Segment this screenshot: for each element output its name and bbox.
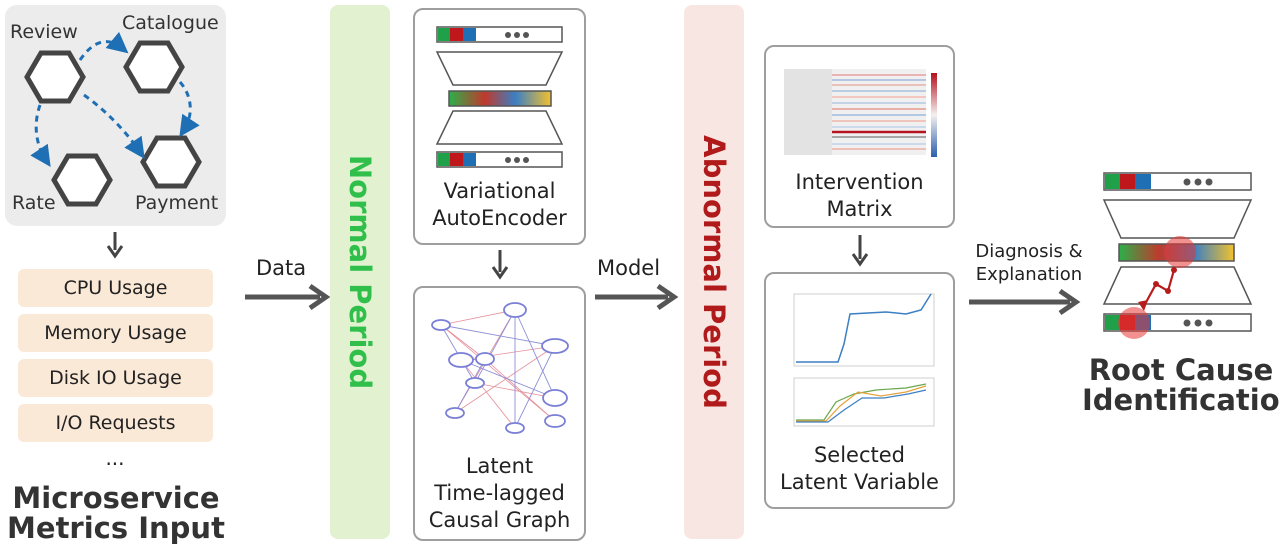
vae-diagram (435, 26, 564, 168)
microservice-graph: Review Catalogue Rate Payment (10, 12, 219, 214)
title-line-1: Microservice (12, 481, 220, 515)
down-arrow-vae-to-graph (491, 250, 509, 280)
normal-period-bar: Normal Period (330, 5, 390, 539)
causal-graph-label: Latent Time-lagged Causal Graph (415, 453, 584, 534)
node-label-payment: Payment (135, 192, 218, 214)
data-arrow (245, 283, 330, 311)
diagnosis-arrow-label: Diagnosis & Explanation (966, 240, 1092, 286)
diagnosis-arrow (969, 288, 1081, 316)
node-label-rate: Rate (12, 192, 56, 214)
vae-label: Variational AutoEncoder (415, 178, 584, 232)
metric-memory-usage: Memory Usage (18, 314, 213, 352)
title-line-2: Metrics Input (7, 511, 225, 545)
abnormal-period-label: Abnormal Period (697, 135, 731, 409)
metric-io-requests: I/O Requests (18, 404, 213, 442)
review-node-hexagon (24, 50, 86, 104)
model-arrow-label: Model (597, 256, 661, 280)
edge-catalogue-payment (178, 81, 200, 137)
root-cause-line-2: Identification (1082, 383, 1280, 417)
selected-latent-label: Selected Latent Variable (766, 442, 953, 496)
causal-graph-plot (431, 302, 569, 434)
rate-node-hexagon (51, 153, 113, 207)
payment-node-hexagon (140, 135, 202, 189)
intervention-label-line-1: Intervention (795, 170, 924, 194)
vae-card: Variational AutoEncoder (413, 8, 586, 245)
metrics-ellipsis: ... (105, 446, 125, 470)
edge-review-rate (30, 104, 51, 167)
causal-graph-label-line-3: Causal Graph (428, 508, 571, 532)
root-cause-title: Root Cause Identification (1082, 355, 1280, 415)
down-arrow-graph-to-metrics (106, 232, 124, 259)
selected-latent-plots (793, 293, 935, 427)
selected-latent-card: Selected Latent Variable (764, 272, 955, 509)
causal-graph-label-line-1: Latent (465, 454, 534, 478)
microservice-metrics-title: Microservice Metrics Input (0, 483, 232, 543)
intervention-matrix-label: Intervention Matrix (766, 169, 953, 223)
selected-label-line-1: Selected (813, 443, 906, 467)
down-arrow-matrix-to-selected (851, 235, 869, 267)
data-arrow-label: Data (256, 256, 307, 280)
abnormal-period-bar: Abnormal Period (684, 5, 744, 539)
metric-disk-io-usage: Disk IO Usage (18, 359, 213, 397)
vae-label-line-2: AutoEncoder (432, 206, 567, 230)
normal-period-label: Normal Period (343, 154, 377, 390)
node-label-review: Review (10, 21, 78, 43)
root-cause-line-1: Root Cause (1088, 353, 1274, 387)
causal-graph-card: Latent Time-lagged Causal Graph (413, 286, 586, 541)
selected-label-line-2: Latent Variable (780, 470, 939, 494)
causal-graph-label-line-2: Time-lagged (434, 481, 565, 505)
diagnosis-label-line-1: Diagnosis & (975, 241, 1083, 262)
root-cause-diagram (1102, 172, 1253, 339)
node-label-catalogue: Catalogue (122, 12, 219, 34)
vae-label-line-1: Variational (443, 179, 556, 203)
catalogue-node-hexagon (123, 40, 185, 94)
metric-cpu-usage: CPU Usage (18, 269, 213, 307)
intervention-matrix-heatmap (784, 69, 937, 157)
intervention-matrix-card: Intervention Matrix (764, 45, 955, 228)
edge-review-catalogue (78, 31, 129, 61)
intervention-label-line-2: Matrix (826, 197, 893, 221)
model-arrow (595, 283, 679, 311)
diagnosis-label-line-2: Explanation (975, 264, 1083, 285)
edge-review-payment (83, 93, 145, 159)
